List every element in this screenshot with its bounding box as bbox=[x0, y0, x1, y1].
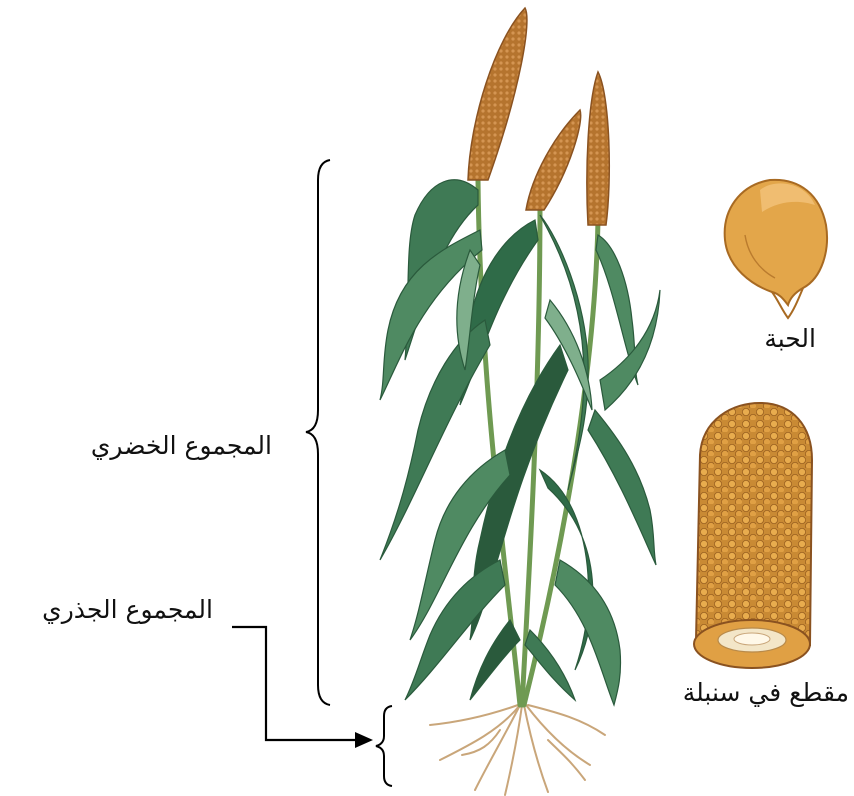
grain-illustration bbox=[725, 180, 827, 318]
leaves bbox=[380, 180, 660, 705]
spike-left bbox=[468, 8, 527, 180]
vegetative-brace bbox=[306, 160, 330, 705]
spike-middle bbox=[526, 110, 581, 210]
spike-section-illustration bbox=[694, 403, 812, 668]
root-pointer-arrowhead bbox=[355, 732, 373, 748]
spikes bbox=[468, 8, 609, 225]
spike-right bbox=[587, 72, 609, 225]
root-pointer-line bbox=[232, 627, 358, 740]
spike-section-label: مقطع في سنبلة bbox=[683, 680, 849, 705]
root-brace bbox=[376, 706, 392, 786]
vegetative-system-label: المجموع الخضري bbox=[91, 433, 272, 458]
roots bbox=[430, 705, 605, 795]
root-system-label: المجموع الجذري bbox=[42, 597, 213, 622]
grain-label: الحبة bbox=[764, 326, 816, 351]
